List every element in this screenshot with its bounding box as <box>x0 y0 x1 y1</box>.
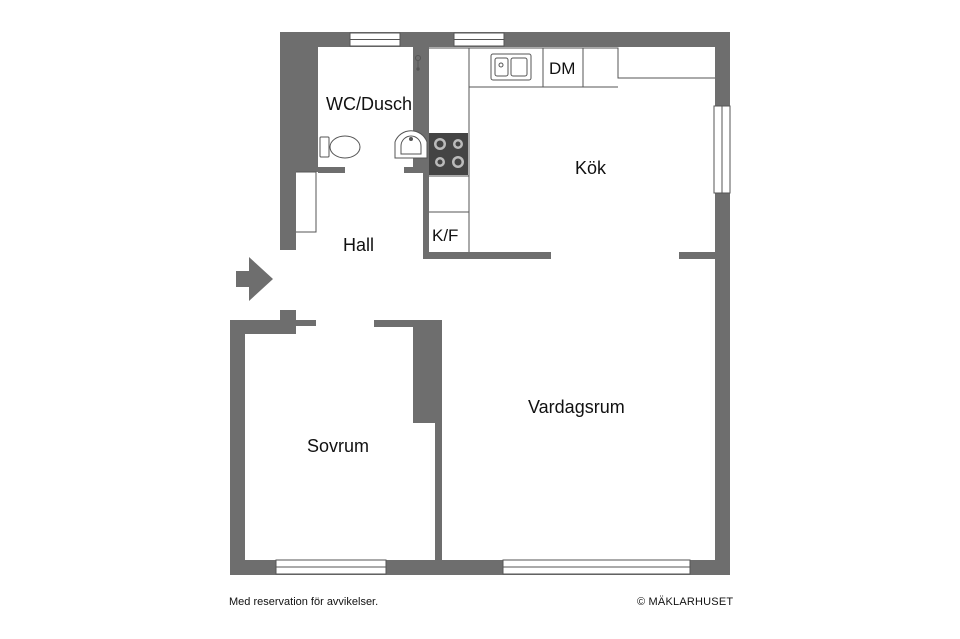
room-label-hall: Hall <box>343 235 374 255</box>
entrance-arrow-icon <box>236 257 273 301</box>
wall-wc-bottom-right <box>404 167 429 173</box>
window-bedroom <box>275 559 387 575</box>
wall-bedroom-living-pier <box>413 320 442 560</box>
wall-wc-bottom-left <box>318 167 345 173</box>
walls <box>230 32 730 575</box>
wall-bedroom-left <box>230 320 245 575</box>
wall-kitchen-bottom <box>423 252 551 259</box>
washbasin-icon <box>394 130 428 159</box>
room-label-kitchen: Kök <box>575 158 607 178</box>
wall-kitchen-right-stub <box>679 252 719 259</box>
sink-icon <box>490 53 532 81</box>
dishwasher-label: DM <box>549 59 575 78</box>
window-wc <box>349 32 401 47</box>
copyright-text: © MÄKLARHUSET <box>637 596 734 608</box>
window-living <box>502 559 691 575</box>
wall-hall-kitchen <box>423 172 429 259</box>
windows <box>275 32 731 575</box>
wall-top <box>280 32 730 47</box>
wall-bedroom-top-left <box>230 320 296 334</box>
wall-right-lower <box>715 193 730 575</box>
wall-left-upper <box>280 32 318 172</box>
shower-head-icon <box>415 55 421 71</box>
hall-closet <box>296 171 317 233</box>
wall-hall-bottom-stub <box>296 320 316 326</box>
room-label-living: Vardagsrum <box>528 397 625 417</box>
toilet-icon <box>319 135 361 159</box>
wall-left-hall <box>280 172 296 250</box>
fridge-freezer-label: K/F <box>432 226 458 245</box>
stove-icon <box>429 133 468 175</box>
wall-right-upper <box>715 32 730 106</box>
room-label-bedroom: Sovrum <box>307 436 369 456</box>
disclaimer-text: Med reservation för avvikelser. <box>229 596 379 608</box>
window-kitchen-right <box>713 105 731 194</box>
wall-bedroom-top-right <box>374 320 442 327</box>
kitchen-counter <box>429 47 715 252</box>
room-label-wc: WC/Dusch <box>326 94 412 114</box>
window-kitchen-top <box>453 32 505 47</box>
